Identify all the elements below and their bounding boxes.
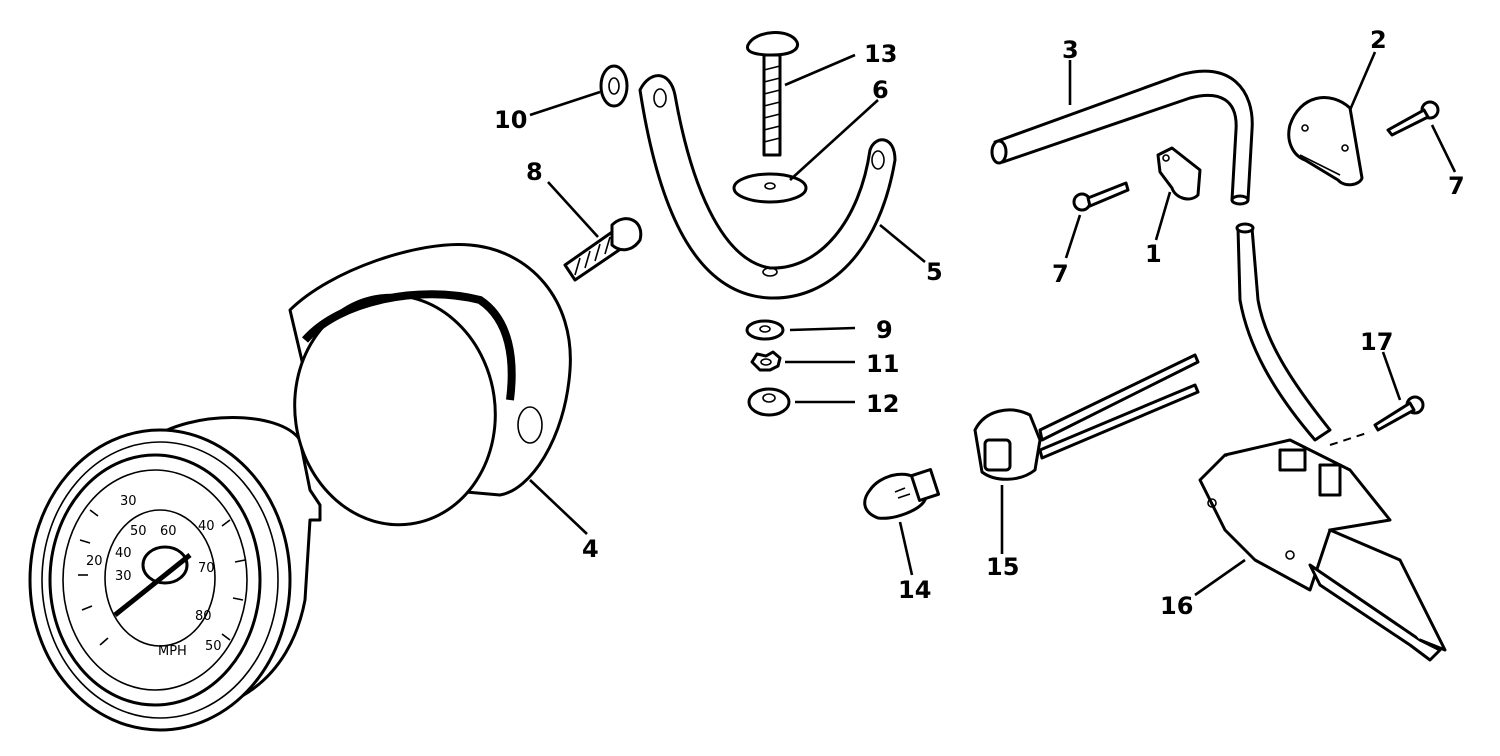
part-8-bolt <box>563 217 643 282</box>
part-4-housing-cup <box>288 242 572 527</box>
dial-label-inner-50: 50 <box>130 524 147 539</box>
dial-label-outer-40: 40 <box>198 519 215 534</box>
dial-units: MPH <box>158 644 187 659</box>
leader-lines <box>529 51 1457 597</box>
part-7-screw-left <box>1072 181 1130 212</box>
callout-15: 15 <box>986 553 1019 581</box>
dial-label-outer-50: 50 <box>205 639 222 654</box>
callout-labels: 1 2 3 4 5 6 7 7 8 9 10 11 12 13 14 15 16… <box>494 26 1465 620</box>
part-10-washer <box>599 64 629 108</box>
speedometer-gauge: 30 40 50 20 50 60 40 30 70 80 MPH <box>28 416 322 732</box>
part-14-bulb <box>863 468 941 520</box>
callout-17: 17 <box>1360 328 1393 356</box>
part-6-washer <box>732 172 808 204</box>
callout-2: 2 <box>1370 26 1387 54</box>
dial-label-inner-60: 60 <box>160 524 177 539</box>
callout-7-left: 7 <box>1052 260 1069 288</box>
callout-7-right: 7 <box>1448 172 1465 200</box>
part-11-lock-washer <box>750 350 782 372</box>
dial-label-inner-80: 80 <box>195 609 212 624</box>
dial-label-inner-40: 40 <box>115 546 132 561</box>
callout-12: 12 <box>866 390 899 418</box>
callout-9: 9 <box>876 316 893 344</box>
callout-14: 14 <box>898 576 931 604</box>
part-16-switch <box>1198 438 1447 662</box>
callout-13: 13 <box>864 40 897 68</box>
callout-6: 6 <box>872 76 889 104</box>
part-15-socket <box>973 353 1200 481</box>
part-3-hose <box>990 69 1332 442</box>
dial-ticks <box>78 509 246 646</box>
callout-5: 5 <box>926 258 943 286</box>
dial-label-outer-20: 20 <box>86 554 103 569</box>
callout-4: 4 <box>582 535 599 563</box>
callout-11: 11 <box>866 350 899 378</box>
part-7-screw-right <box>1386 100 1440 137</box>
callout-1: 1 <box>1145 240 1162 268</box>
part-5-bracket <box>638 74 897 300</box>
callout-10: 10 <box>494 106 527 134</box>
dial-label-inner-30: 30 <box>115 569 132 584</box>
callout-16: 16 <box>1160 592 1193 620</box>
part-1-clip <box>1156 146 1202 201</box>
part-9-washer <box>745 319 785 341</box>
callout-8: 8 <box>526 158 543 186</box>
part-17-screw <box>1373 395 1425 432</box>
callout-3: 3 <box>1062 36 1079 64</box>
part-13-carriage-bolt <box>746 31 800 157</box>
part-12-nut <box>747 387 791 417</box>
dial-label-outer-30: 30 <box>120 494 137 509</box>
part-2-cover <box>1287 96 1364 187</box>
dial-label-inner-70: 70 <box>198 561 215 576</box>
